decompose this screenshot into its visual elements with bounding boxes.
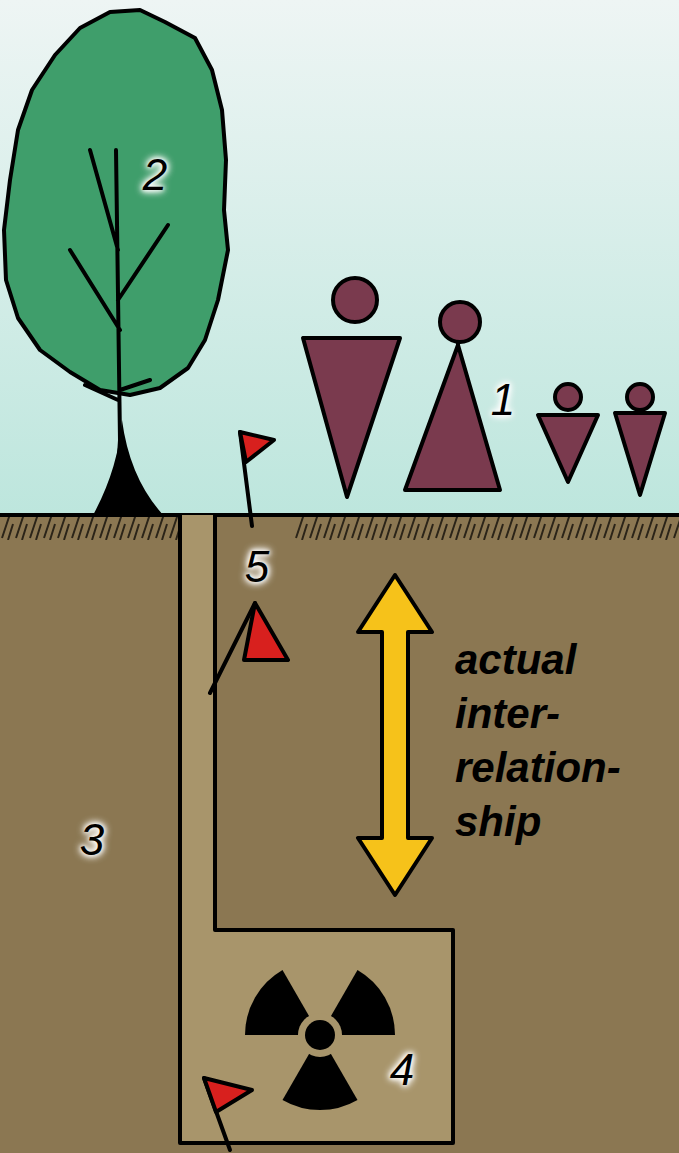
- person-head: [555, 384, 581, 410]
- people: [303, 278, 665, 497]
- repository-tunnel: [180, 515, 453, 1143]
- flag: [204, 1078, 252, 1112]
- person-head: [627, 384, 653, 410]
- relationship-label: actual inter- relation- ship: [455, 633, 670, 849]
- person-body: [615, 413, 665, 495]
- callout-number: 2: [143, 150, 167, 200]
- person-head: [440, 302, 480, 342]
- tree-base: [92, 420, 165, 517]
- radiation-symbol: [245, 970, 395, 1110]
- trefoil-core: [305, 1020, 335, 1050]
- person-body: [538, 415, 598, 482]
- callout-number: 3: [80, 815, 104, 865]
- callout-number: 1: [491, 375, 515, 425]
- sky: [0, 0, 679, 515]
- flag: [240, 432, 274, 462]
- double-arrow: [358, 575, 432, 895]
- callout-number: 5: [245, 542, 269, 592]
- trefoil-gap: [298, 1013, 342, 1057]
- person-neck: [456, 342, 460, 352]
- marker-flags: [204, 432, 288, 1150]
- person-head: [333, 278, 377, 322]
- person-body: [303, 338, 400, 497]
- callout-number: 4: [390, 1045, 414, 1095]
- person-body: [405, 345, 500, 490]
- flag: [244, 603, 288, 660]
- soil-hatch: [0, 515, 178, 543]
- soil-hatch: [295, 515, 679, 543]
- ground: [0, 515, 679, 1153]
